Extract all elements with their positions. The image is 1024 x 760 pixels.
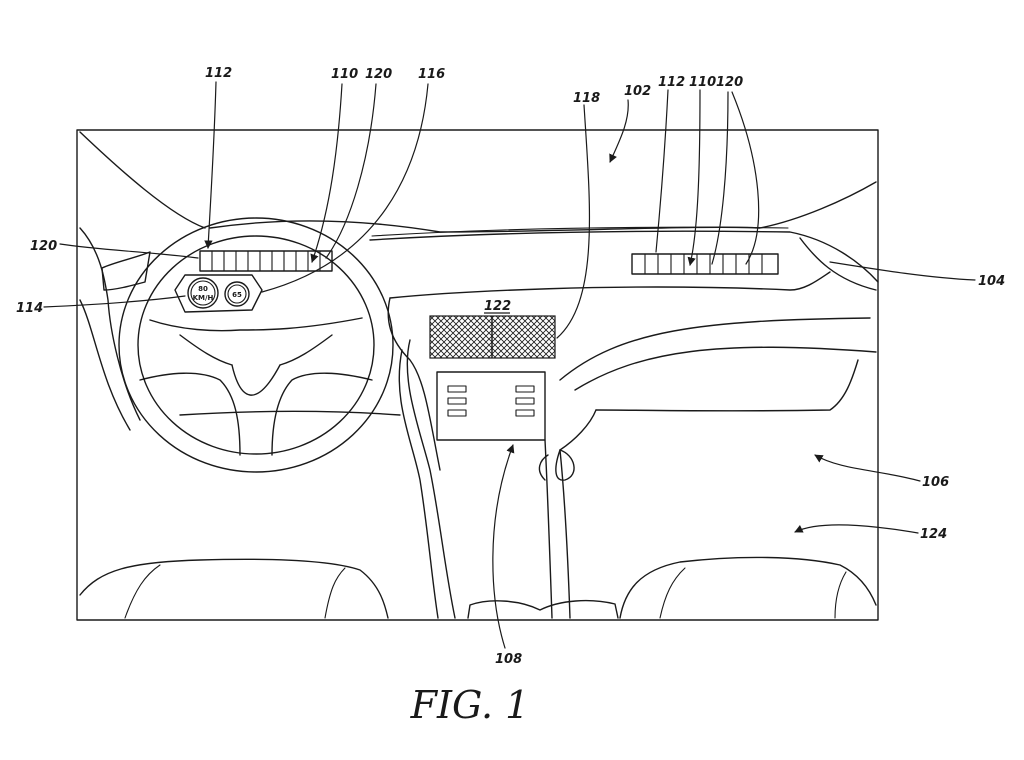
frame-border (76, 129, 879, 621)
lead-118 (556, 104, 591, 339)
console-bump-2 (538, 454, 549, 481)
lead-120-right-b (731, 91, 760, 265)
infotainment-button (447, 409, 467, 417)
lead-114 (43, 295, 186, 308)
ref-112-right: 112 (658, 75, 685, 90)
lead-108 (492, 444, 515, 649)
lead-110-left (310, 83, 343, 263)
lead-102 (609, 99, 629, 163)
lead-116 (261, 83, 429, 293)
ref-120-left: 120 (30, 239, 57, 254)
lead-120-left (59, 243, 199, 259)
dash-right-curve (799, 237, 877, 291)
left-seat-inner (124, 564, 161, 619)
left-mirror (101, 251, 151, 291)
console-left-2 (398, 349, 439, 619)
left-seat (79, 558, 389, 619)
dash-under-wheel (179, 410, 401, 416)
ref-116: 116 (418, 67, 445, 82)
ref-110-right: 110 (689, 75, 716, 90)
infotainment-button (447, 397, 467, 405)
infotainment-button (515, 397, 535, 405)
windshield-base (209, 181, 877, 233)
ref-110-left: 110 (331, 67, 358, 82)
dashboard-top-inner (371, 226, 789, 237)
lead-106 (814, 454, 921, 482)
right-hud-segments (644, 253, 763, 275)
speed-limit-gauge-inner (227, 284, 247, 304)
center-cupholder (467, 599, 619, 619)
steering-spoke-left (179, 334, 233, 366)
infotainment-button (447, 385, 467, 393)
speed-limit-gauge (224, 281, 250, 307)
ref-120-top-left: 120 (365, 67, 392, 82)
a-pillar (79, 131, 206, 229)
dashboard-top (369, 230, 879, 283)
left-seat-inner-2 (324, 567, 346, 619)
infotainment-button (515, 409, 535, 417)
lead-112-right (655, 89, 669, 253)
right-seat-inner (659, 567, 686, 619)
steering-center (231, 364, 281, 396)
infotainment-button (515, 385, 535, 393)
steering-spoke-right (279, 334, 333, 366)
glovebox-drop (559, 409, 597, 451)
ref-118: 118 (573, 91, 600, 106)
ref-114: 114 (16, 301, 43, 316)
lead-104 (829, 261, 976, 281)
right-hud-strip (631, 253, 779, 275)
left-door-lower (79, 299, 131, 431)
steering-hub (149, 317, 363, 332)
ref-112-left: 112 (205, 66, 232, 81)
left-hud-segments (211, 250, 321, 272)
console-right-2 (559, 449, 571, 619)
steering-wheel-outer (118, 217, 394, 473)
ref-106: 106 (922, 475, 949, 490)
speed-limit-value: 65 (232, 291, 242, 299)
glovebox-line (595, 359, 859, 412)
lead-110-right (687, 89, 701, 266)
dash-panel-outline (389, 271, 831, 299)
console-left (406, 339, 456, 619)
infotainment-unit (436, 371, 546, 441)
steering-hub-lower (139, 372, 241, 456)
ref-108: 108 (495, 652, 522, 667)
console-right (544, 439, 553, 619)
speedometer-unit: KM/H (193, 294, 214, 302)
lead-120-top-left (325, 83, 377, 259)
ref-124: 124 (920, 527, 947, 542)
right-seat-inner-2 (834, 571, 847, 619)
lead-120-right-a (711, 91, 729, 265)
dash-panel-left (387, 297, 441, 471)
speedometer-speed: 80 (198, 285, 208, 293)
right-seat (619, 556, 877, 619)
dash-lower-curve (559, 317, 871, 381)
instrument-cluster-114 (174, 274, 263, 313)
lead-112-left (204, 81, 217, 249)
figure-caption: FIG. 1 (410, 683, 530, 727)
lead-124 (794, 524, 919, 534)
speedometer-gauge (187, 277, 219, 309)
ref-122: 122 (484, 299, 511, 314)
ref-104: 104 (978, 274, 1005, 289)
dash-lower-curve-2 (574, 346, 877, 391)
console-bump (555, 449, 575, 481)
ref-102: 102 (624, 84, 651, 99)
speedometer-gauge-inner (190, 280, 216, 306)
steering-hub-right (271, 372, 373, 456)
ref-120-right: 120 (716, 75, 743, 90)
steering-wheel-inner (137, 235, 375, 455)
